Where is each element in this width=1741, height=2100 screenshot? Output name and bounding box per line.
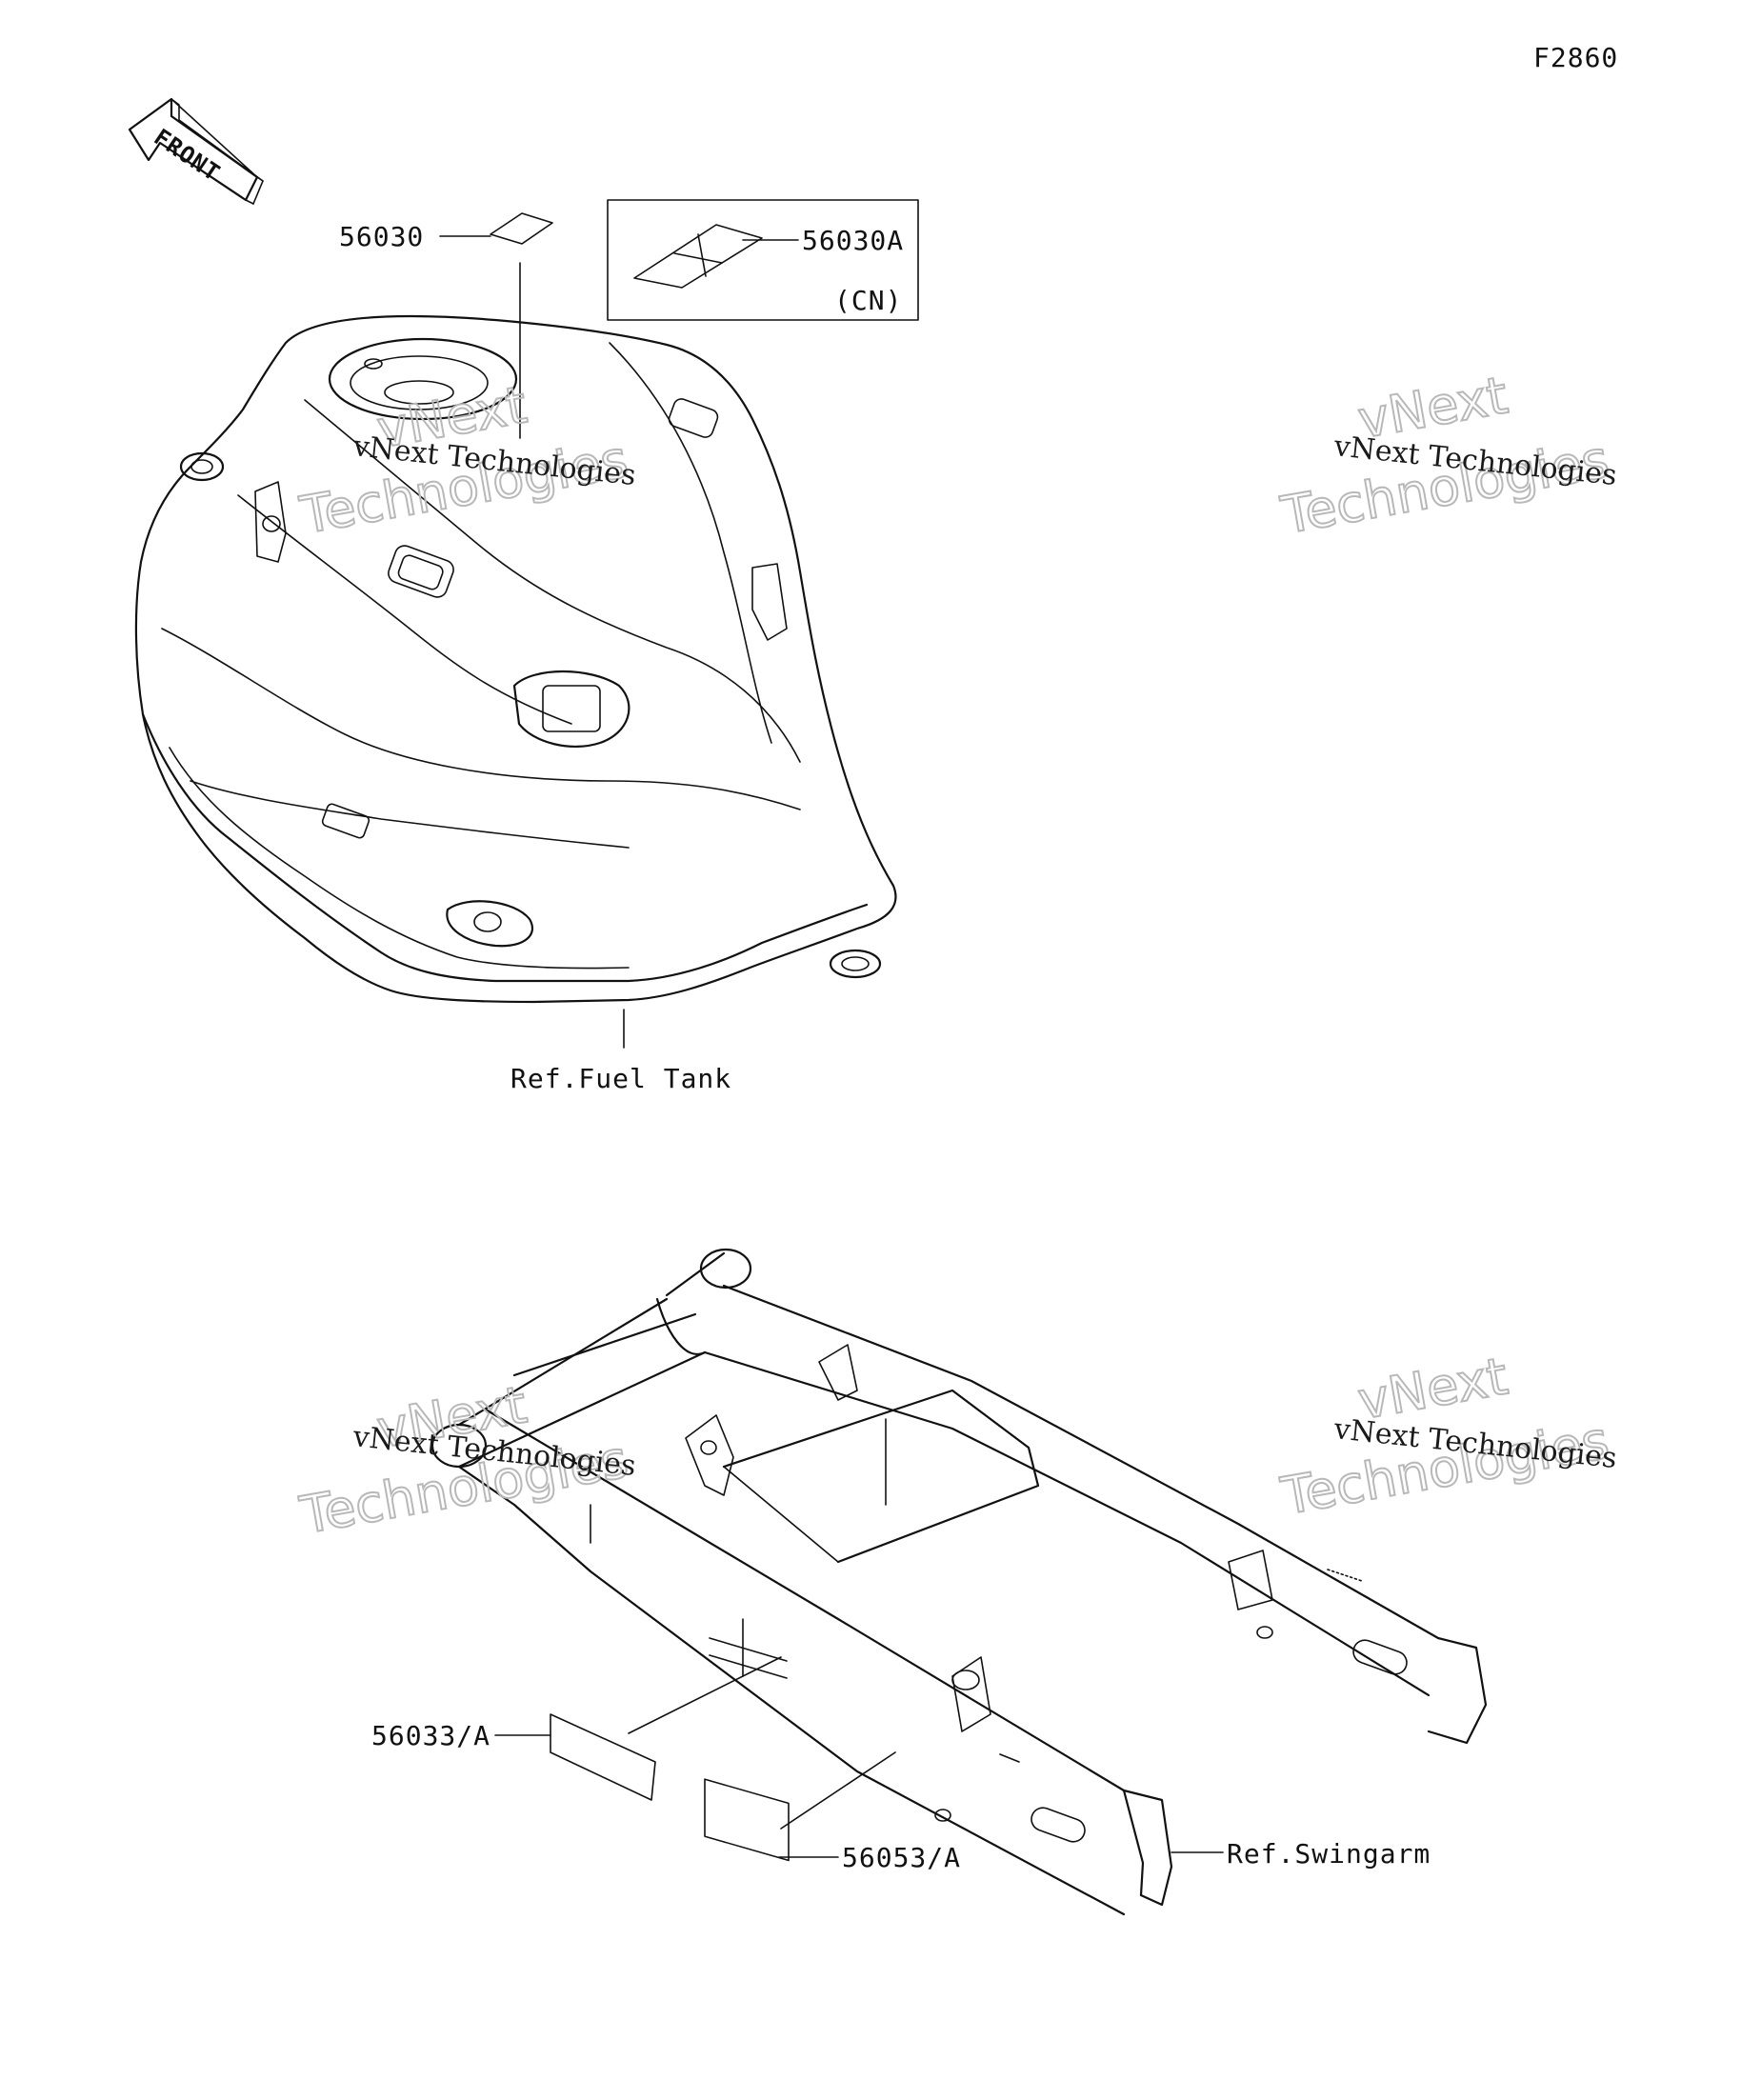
decal-56033A — [550, 1713, 656, 1801]
part-56030A-label: 56030A — [802, 225, 904, 256]
decal-56030 — [490, 212, 553, 245]
part-56030A-box: 56030A (CN) — [607, 199, 919, 321]
fuel-tank-drawing — [134, 314, 897, 1049]
ref-swingarm: Ref.Swingarm — [1227, 1838, 1431, 1870]
figure-id: F2860 — [1533, 42, 1618, 73]
watermark-1: vNext Technologies vNext Technologies — [294, 373, 637, 547]
decal-56053A — [704, 1778, 790, 1862]
part-56030-label: 56030 — [339, 221, 424, 252]
decal-56030A — [633, 224, 763, 289]
watermark-2: vNext Technologies vNext Technologies — [1275, 364, 1618, 547]
cn-note: (CN) — [834, 285, 902, 316]
part-56033A: 56033/A — [371, 1504, 782, 1801]
part-56053A: 56053/A — [704, 1618, 961, 1873]
filler-cap — [328, 337, 518, 421]
part-56053A-label: 56053/A — [842, 1842, 961, 1873]
front-arrow-label: FRONT — [150, 124, 226, 187]
ref-fuel-tank: Ref.Fuel Tank — [510, 1063, 731, 1094]
swingarm-drawing — [430, 1248, 1488, 1916]
watermark-3: vNext Technologies vNext Technologies — [294, 1373, 637, 1547]
part-56033A-label: 56033/A — [371, 1720, 490, 1751]
front-arrow: FRONT — [128, 97, 264, 205]
watermark-4: vNext Technologies vNext Technologies — [1275, 1345, 1618, 1528]
part-56030: 56030 — [339, 212, 553, 439]
